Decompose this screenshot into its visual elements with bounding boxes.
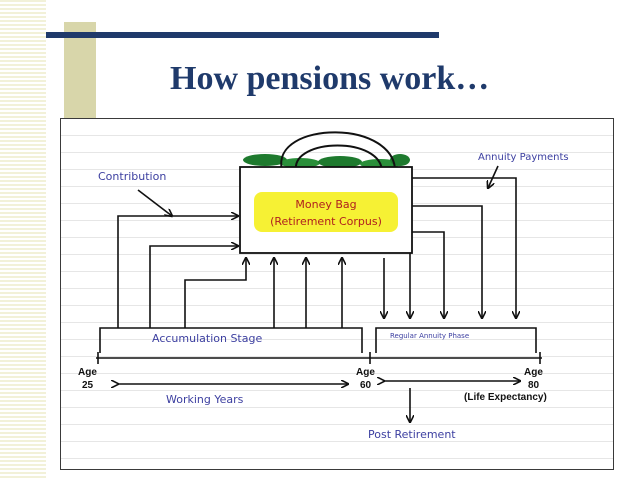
age-mid-value: 60 bbox=[360, 380, 372, 391]
annuity-arrows bbox=[384, 177, 516, 318]
annuity-phase-bracket bbox=[375, 327, 537, 353]
life-expectancy-label: (Life Expectancy) bbox=[464, 392, 547, 403]
age-start-word: Age bbox=[78, 367, 97, 378]
age-end-word: Age bbox=[524, 367, 543, 378]
accumulation-stage-label: Accumulation Stage bbox=[152, 332, 262, 345]
left-stripe-decoration bbox=[0, 0, 46, 479]
age-start-value: 25 bbox=[82, 380, 94, 391]
money-bag-highlight bbox=[254, 192, 398, 232]
age-mid-word: Age bbox=[356, 367, 375, 378]
contribution-arrows bbox=[117, 216, 342, 328]
timeline-ticks bbox=[97, 352, 541, 364]
slide-title: How pensions work… bbox=[170, 60, 490, 97]
contribution-label: Contribution bbox=[98, 170, 166, 183]
money-bag-label: Money Bag bbox=[295, 198, 356, 211]
working-years-label: Working Years bbox=[166, 393, 244, 406]
age-end-value: 80 bbox=[528, 380, 540, 391]
annuity-payments-label: Annuity Payments bbox=[478, 152, 569, 163]
accent-block bbox=[64, 22, 96, 118]
post-retirement-label: Post Retirement bbox=[368, 428, 456, 441]
bag-handle-icon bbox=[280, 131, 397, 176]
accumulation-bracket bbox=[99, 327, 363, 353]
title-rule bbox=[46, 32, 439, 38]
retirement-corpus-label: (Retirement Corpus) bbox=[270, 215, 382, 228]
pension-diagram bbox=[60, 118, 614, 470]
contribution-pointer-arrow bbox=[137, 189, 172, 216]
annuity-pointer-arrow bbox=[488, 165, 499, 188]
annuity-phase-label: Regular Annuity Phase bbox=[390, 332, 469, 340]
